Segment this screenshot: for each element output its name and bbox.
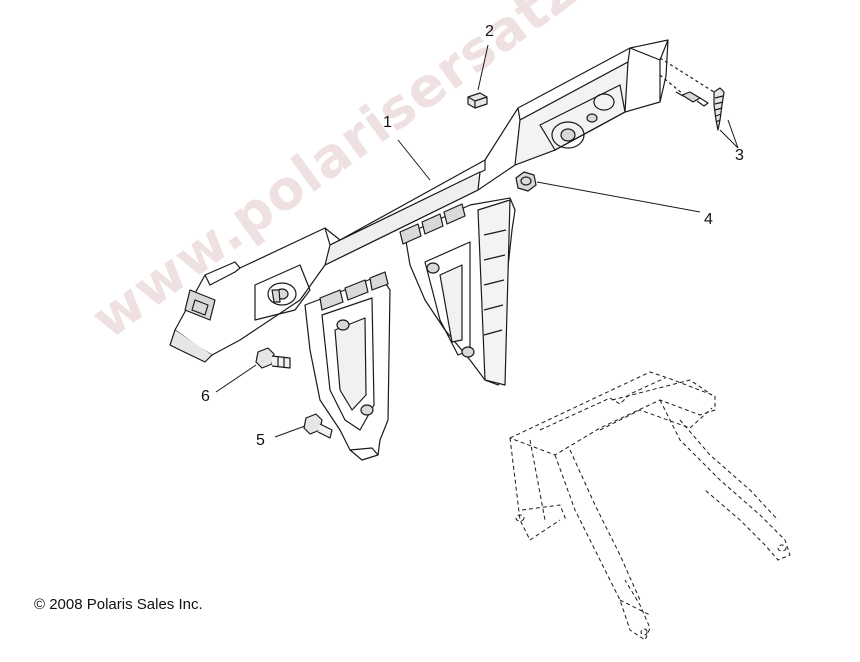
leader-5: [274, 425, 306, 438]
part-1-rear-bracket: [169, 39, 669, 461]
part-4-nut: [515, 171, 537, 192]
leader-3: [719, 119, 739, 149]
part-3-screws: [659, 57, 725, 131]
inset-frame-outline: [509, 371, 791, 641]
part-5-bolt: [303, 413, 333, 439]
copyright-notice: © 2008 Polaris Sales Inc.: [34, 596, 203, 613]
leader-1: [397, 139, 431, 181]
leader-4: [536, 181, 701, 213]
callout-4: 4: [704, 211, 713, 228]
leader-lines: [215, 44, 739, 438]
callout-3: 3: [735, 147, 744, 164]
leader-6: [215, 364, 257, 393]
part-2-bolt: [467, 92, 488, 109]
part-6-bolt: [255, 347, 291, 369]
callout-1: 1: [383, 114, 392, 131]
callout-5: 5: [256, 432, 265, 449]
leader-2: [477, 44, 489, 91]
callout-6: 6: [201, 388, 210, 405]
callout-2: 2: [485, 23, 494, 40]
